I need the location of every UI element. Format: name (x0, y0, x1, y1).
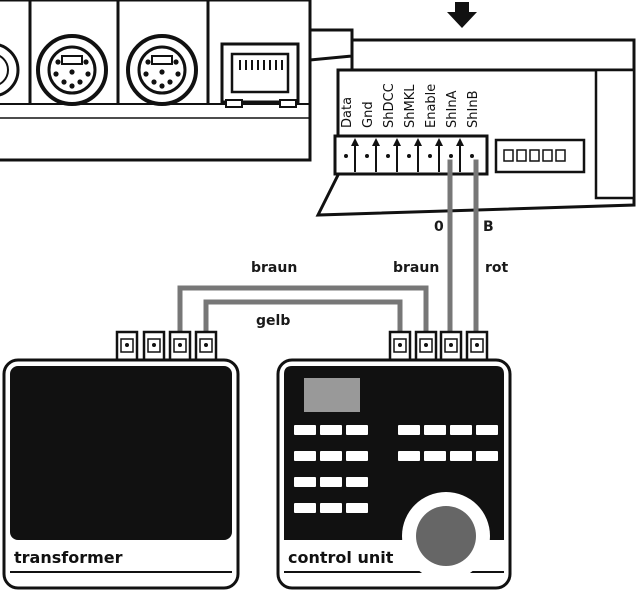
rj45-port (220, 42, 300, 108)
control-unit-device: control unit (276, 330, 512, 590)
wire-gelb (203, 299, 403, 339)
control-unit-label: control unit (288, 548, 394, 567)
terminal-label-shdcc: ShDCC (382, 83, 397, 128)
terminal-labels: Data Gnd ShDCC ShMKL Enable ShInA ShInB (340, 83, 481, 128)
transformer-label: transformer (14, 548, 123, 567)
wires (177, 159, 479, 339)
terminal-label-gnd: Gnd (361, 101, 376, 128)
terminal-label-enable: Enable (424, 84, 439, 128)
terminal-label-data: Data (340, 97, 355, 128)
control-unit-terminals (388, 330, 489, 362)
arrow-down-icon (447, 2, 477, 28)
wire-label-b: B (483, 219, 494, 235)
interface-unit: Data Gnd ShDCC ShMKL Enable ShInA ShInB (0, 0, 636, 217)
terminal-housing (315, 38, 636, 217)
transformer-terminals (115, 330, 218, 362)
terminal-label-shina: ShInA (445, 90, 460, 128)
wire-label-zero: 0 (434, 219, 444, 235)
mini-din-port-2 (126, 34, 198, 106)
keypad-right (398, 425, 498, 461)
wire-label-braun-right: braun (393, 260, 439, 276)
wire-label-braun-left: braun (251, 260, 297, 276)
mini-din-port-partial (0, 43, 20, 97)
terminal-label-shmkl: ShMKL (403, 84, 418, 128)
wire-label-rot: rot (485, 260, 509, 276)
keypad-left (294, 425, 368, 513)
secondary-connector (494, 138, 586, 174)
transformer-device: transformer (2, 330, 240, 590)
terminal-arrow-marks (351, 138, 464, 146)
wire-label-gelb: gelb (256, 313, 290, 329)
mini-din-port-1 (36, 34, 108, 106)
terminal-strip (333, 134, 489, 176)
terminal-label-shinb: ShInB (466, 91, 481, 128)
control-knob (402, 492, 490, 580)
display-screen (304, 378, 360, 412)
wire-braun (177, 285, 429, 339)
transformer-body (10, 366, 232, 540)
